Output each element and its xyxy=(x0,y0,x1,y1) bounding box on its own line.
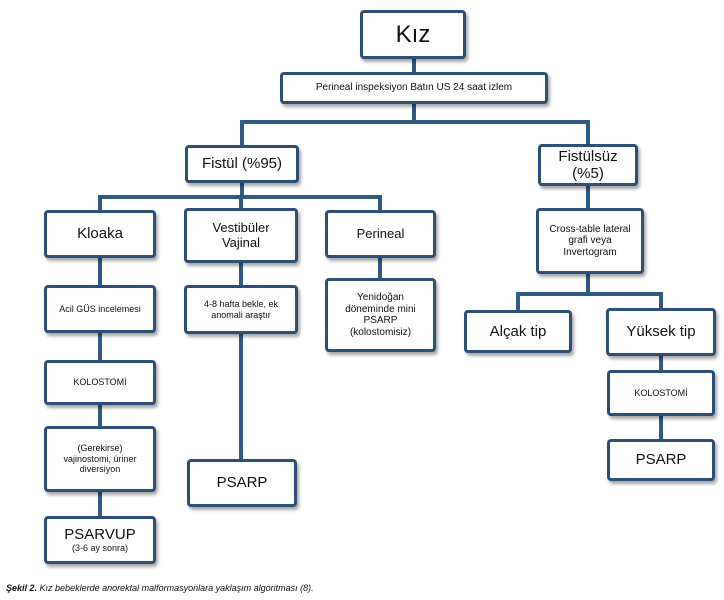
node-gerekirse: (Gerekirse) vajinostomi, üriner diversiy… xyxy=(44,426,156,492)
node-yenidogan-mini-psarp: Yenidoğan döneminde mini PSARP (kolostom… xyxy=(325,278,436,352)
node-perineal: Perineal xyxy=(325,210,436,258)
node-psarp-right: PSARP xyxy=(607,439,715,481)
node-perineal-inspection: Perineal inspeksiyon Batın US 24 saat iz… xyxy=(280,72,548,104)
node-vestibuler-vajinal: Vestibüler Vajinal xyxy=(184,208,298,263)
caption-text: Kız bebeklerde anorektal malformasyonlar… xyxy=(39,583,314,593)
node-kloaka: Kloaka xyxy=(44,210,156,258)
node-psarvup: PSARVUP (3-6 ay sonra) xyxy=(44,516,156,564)
node-yuksek-tip: Yüksek tip xyxy=(606,308,716,356)
node-psarp-middle: PSARP xyxy=(187,459,297,507)
figure-caption: Şekil 2. Kız bebeklerde anorektal malfor… xyxy=(6,583,314,593)
node-alcak-tip: Alçak tip xyxy=(464,310,572,353)
node-bekle: 4-8 hafta bekle, ek anomali araştır xyxy=(184,285,298,334)
node-kolostomi-right: KOLOSTOMİ xyxy=(607,370,715,416)
node-fistulsuz: Fistülsüz (%5) xyxy=(538,144,638,186)
node-fistul: Fistül (%95) xyxy=(185,145,299,183)
node-acil-gus: Acil GÜS incelemesi xyxy=(44,285,156,333)
node-kolostomi-left: KOLOSTOMİ xyxy=(44,360,156,405)
node-cross-table: Cross-table lateral grafi veya Invertogr… xyxy=(536,208,644,274)
caption-label: Şekil 2. xyxy=(6,583,38,593)
node-kiz: Kız xyxy=(360,10,466,59)
